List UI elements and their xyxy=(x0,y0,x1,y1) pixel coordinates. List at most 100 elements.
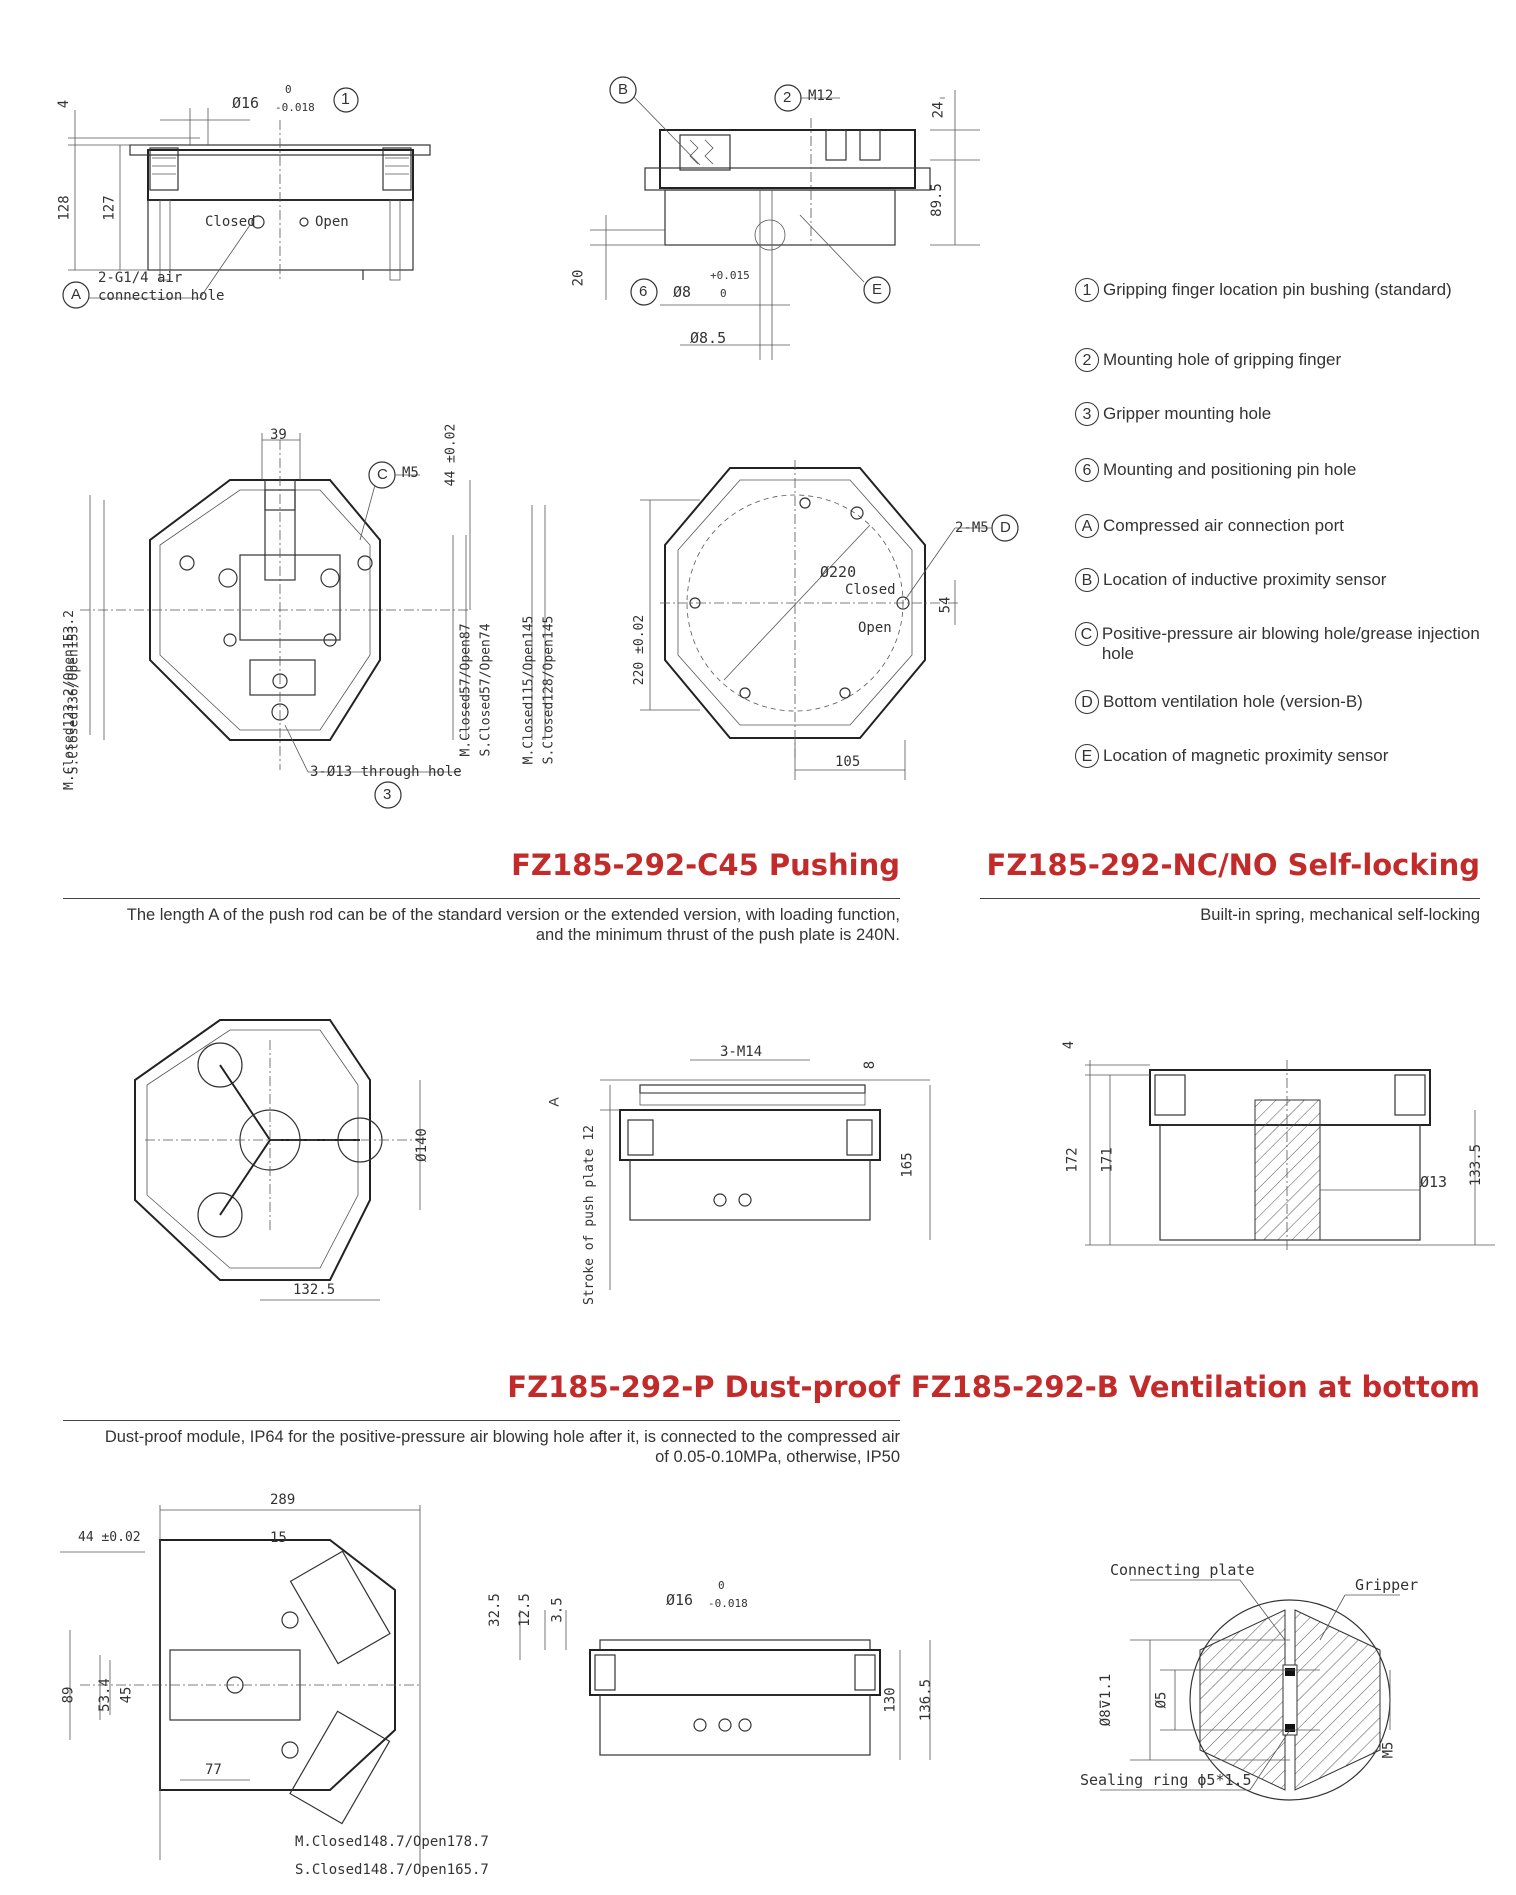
tol-down-3: -0.018 xyxy=(708,1597,748,1610)
air-hole-label-2: connection hole xyxy=(98,288,225,304)
dim-136-5: 136.5 xyxy=(918,1678,935,1722)
callout-A: A xyxy=(71,286,82,303)
dim-phi140: Ø140 xyxy=(413,1128,430,1162)
dim-89-5: 89.5 xyxy=(928,183,945,217)
dim-phi8-depth: Ø8⊽1.1 xyxy=(1098,1673,1115,1727)
legend-mark-2: 2 xyxy=(1075,348,1099,372)
legend-mark-D: D xyxy=(1075,690,1099,714)
stroke-label-5: M.Closed115/Open145 xyxy=(521,615,537,765)
legend-text-6: Mounting and positioning pin hole xyxy=(1103,460,1357,479)
stroke-label-3: M.Closed57/Open87 xyxy=(458,623,474,757)
dim-171: 171 xyxy=(1099,1147,1116,1173)
sealing-ring-detail xyxy=(1100,1579,1400,1801)
section-desc-c45: The length A of the push rod can be of t… xyxy=(126,906,900,944)
dim-20: 20 xyxy=(570,269,587,287)
tol-up-2: +0.015 xyxy=(710,269,750,282)
legend-text-B: Location of inductive proximity sensor xyxy=(1103,570,1387,589)
callout-B: B xyxy=(618,81,629,98)
stroke-label-6: S.Closed128/Open145 xyxy=(541,615,557,765)
dim-105: 105 xyxy=(835,754,861,770)
section-rule-p xyxy=(63,1420,900,1421)
dim-32-5: 32.5 xyxy=(486,1593,503,1627)
tol-down-2: 0 xyxy=(720,287,727,300)
label-connecting-plate: Connecting plate xyxy=(1110,1561,1255,1579)
dim-289: 289 xyxy=(270,1492,296,1508)
section-rule-ncno xyxy=(980,898,1480,899)
section-desc-p: Dust-proof module, IP64 for the positive… xyxy=(104,1428,900,1466)
section-rule-c45 xyxy=(63,898,900,899)
callout-D: D xyxy=(1000,519,1011,536)
legend-mark-C: C xyxy=(1075,622,1098,646)
legend-mark-A: A xyxy=(1075,514,1099,538)
side-view-pushing xyxy=(600,1059,931,1290)
dim-3-5: 3.5 xyxy=(549,1597,566,1623)
stroke-label-8: S.Closed148.7/Open165.7 xyxy=(295,1862,489,1878)
section-title-ncno: FZ185-292-NC/NO Self-locking xyxy=(986,848,1480,882)
air-hole-label-1: 2-G1/4 air xyxy=(98,270,183,286)
tol-down: -0.018 xyxy=(275,101,315,114)
dim-m5: M5 xyxy=(402,465,419,481)
dim-77: 77 xyxy=(205,1762,222,1778)
dim-phi5: Ø5 xyxy=(1153,1691,1170,1709)
legend-text-3: Gripper mounting hole xyxy=(1103,404,1272,423)
dim-44-b: 44 ±0.02 xyxy=(78,1530,141,1545)
dim-127: 127 xyxy=(101,195,118,221)
dim-15: 15 xyxy=(270,1530,287,1546)
dim-220: 220 ±0.02 xyxy=(632,614,648,686)
stroke-label-2: S.Closed136/Open153 xyxy=(66,625,82,775)
callout-6: 6 xyxy=(639,283,648,300)
side-view-dustproof xyxy=(519,1610,931,1760)
dim-53-4: 53.4 xyxy=(96,1678,113,1712)
through-hole-label: 3-Ø13 through hole xyxy=(310,764,462,780)
dim-A: A xyxy=(545,1097,562,1107)
top-view-pushing xyxy=(134,1019,421,1301)
dim-m12: M12 xyxy=(808,88,834,104)
stroke-label-4: S.Closed57/Open74 xyxy=(478,623,494,757)
legend-text-2: Mounting hole of gripping finger xyxy=(1103,350,1342,369)
dim-12-5: 12.5 xyxy=(516,1593,533,1627)
legend-mark-6: 6 xyxy=(1075,458,1099,482)
legend-text-E: Location of magnetic proximity sensor xyxy=(1103,746,1389,765)
bottom-view-ventilation xyxy=(640,460,1019,780)
dim-133-5: 133.5 xyxy=(1468,1143,1485,1187)
dim-165: 165 xyxy=(899,1152,916,1178)
section-title-p: FZ185-292-P Dust-proof xyxy=(507,1370,900,1404)
dim-39: 39 xyxy=(270,427,287,443)
tol-up-3: 0 xyxy=(718,1579,725,1592)
side-view-standard xyxy=(62,87,431,309)
top-view-dustproof xyxy=(60,1505,421,1870)
legend-mark-1: 1 xyxy=(1075,278,1099,302)
label-sealing-ring: Sealing ring ϕ5*1.5 xyxy=(1080,1771,1252,1789)
dim-89: 89 xyxy=(60,1686,77,1704)
stroke-label-7: M.Closed148.7/Open178.7 xyxy=(295,1834,489,1850)
dim-phi13: Ø13 xyxy=(1420,1173,1448,1191)
dim-45: 45 xyxy=(118,1686,135,1704)
callout-3: 3 xyxy=(383,786,392,803)
legend-mark-E: E xyxy=(1075,744,1099,768)
section-title-c45: FZ185-292-C45 Pushing xyxy=(511,848,900,882)
legend-text-A: Compressed air connection port xyxy=(1103,516,1344,535)
label-open-2: Open xyxy=(858,620,892,636)
dim-m5-b: M5 xyxy=(1380,1741,1397,1759)
section-title-b: FZ185-292-B Ventilation at bottom xyxy=(910,1370,1480,1404)
dim-phi16: Ø16 xyxy=(232,94,260,112)
dim-phi8-5: Ø8.5 xyxy=(690,329,727,347)
legend-mark-3: 3 xyxy=(1075,402,1099,426)
dim-4: 4 xyxy=(56,99,73,109)
dim-phi8: Ø8 xyxy=(673,283,692,301)
dim-2m5: 2-M5 xyxy=(955,520,989,536)
dim-54: 54 xyxy=(937,596,954,614)
stroke-push-plate: Stroke of push plate 12 xyxy=(582,1124,598,1306)
legend-mark-B: B xyxy=(1075,568,1099,592)
label-closed: Closed xyxy=(205,214,256,230)
tol-up: 0 xyxy=(285,83,292,96)
dim-phi16-b: Ø16 xyxy=(666,1591,694,1609)
